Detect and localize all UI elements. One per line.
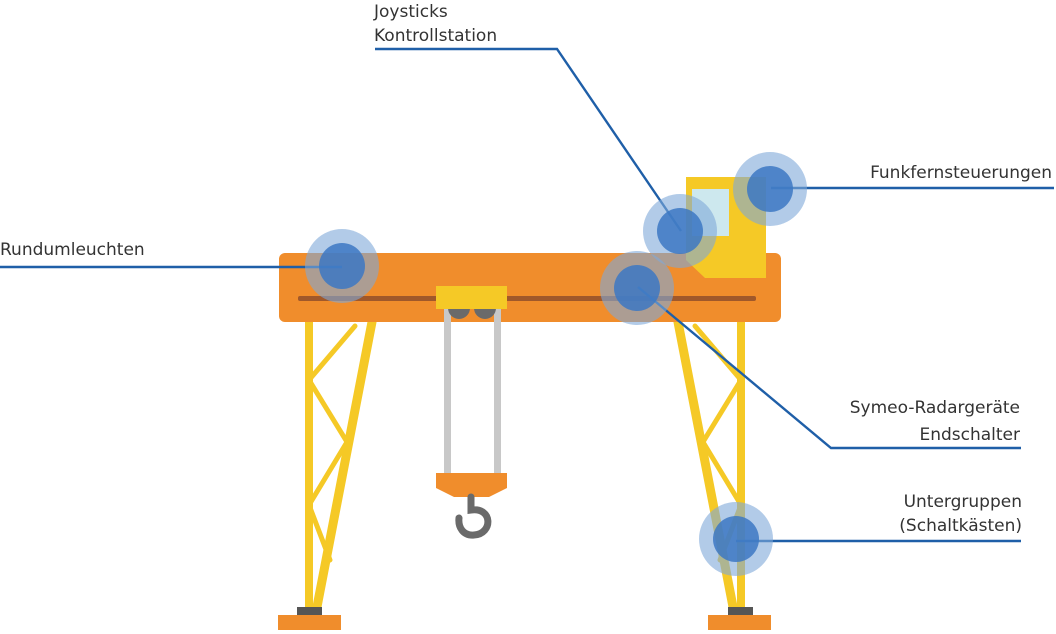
label-symeo-line1: Symeo-Radargeräte xyxy=(849,398,1020,418)
label-rund-line1: Rundumleuchten xyxy=(0,240,145,260)
marker-untergruppen-dot xyxy=(713,516,759,562)
marker-symeo xyxy=(600,251,674,325)
left-brace-2 xyxy=(306,377,350,445)
leader-lines xyxy=(0,47,1054,543)
left-brace-1 xyxy=(306,323,358,383)
label-unter-line1: Untergruppen xyxy=(903,492,1022,512)
right-brace-2 xyxy=(700,377,744,445)
component-markers xyxy=(305,152,807,576)
label-symeo-line2: Endschalter xyxy=(919,425,1020,445)
marker-funkfernsteuerungen xyxy=(733,152,807,226)
marker-funkfernsteuerungen-dot xyxy=(747,166,793,212)
label-symeo-radargeraete: Symeo-Radargeräte Endschalter xyxy=(850,396,1020,447)
marker-rundumleuchten xyxy=(305,229,379,303)
leader-symeo xyxy=(637,286,1021,450)
crane-hook xyxy=(455,493,492,539)
label-joysticks-line2: Kontrollstation xyxy=(374,26,498,46)
foot-cap-left xyxy=(297,607,322,616)
label-joysticks: Joysticks Kontrollstation xyxy=(374,0,497,48)
left-brace-3 xyxy=(306,439,350,508)
crane-legs xyxy=(305,316,745,617)
foot-left xyxy=(278,615,341,630)
right-brace-3 xyxy=(700,439,744,508)
marker-joysticks-dot xyxy=(657,208,703,254)
crane-trolley xyxy=(436,286,507,309)
label-joysticks-line1: Joysticks xyxy=(374,2,448,22)
foot-cap-right xyxy=(728,607,753,616)
hook-block xyxy=(436,473,507,497)
label-rundumleuchten: Rundumleuchten xyxy=(0,238,145,262)
leader-joysticks xyxy=(375,47,682,232)
left-brace-4 xyxy=(306,502,333,563)
label-unter-line2: (Schaltkästen) xyxy=(899,516,1022,536)
label-funk-line1: Funkfernsteuerungen xyxy=(870,163,1052,183)
marker-joysticks xyxy=(643,194,717,268)
hoist-cable-right xyxy=(494,306,501,476)
left-leg-inner xyxy=(311,317,377,617)
foot-right xyxy=(708,615,771,630)
label-funkfernsteuerungen: Funkfernsteuerungen xyxy=(870,161,1052,185)
marker-untergruppen xyxy=(699,502,773,576)
hoist-cable-left xyxy=(444,306,451,476)
crane-rail xyxy=(298,296,756,301)
marker-symeo-dot xyxy=(614,265,660,311)
label-untergruppen: Untergruppen (Schaltkästen) xyxy=(899,490,1022,538)
marker-rundumleuchten-dot xyxy=(319,243,365,289)
